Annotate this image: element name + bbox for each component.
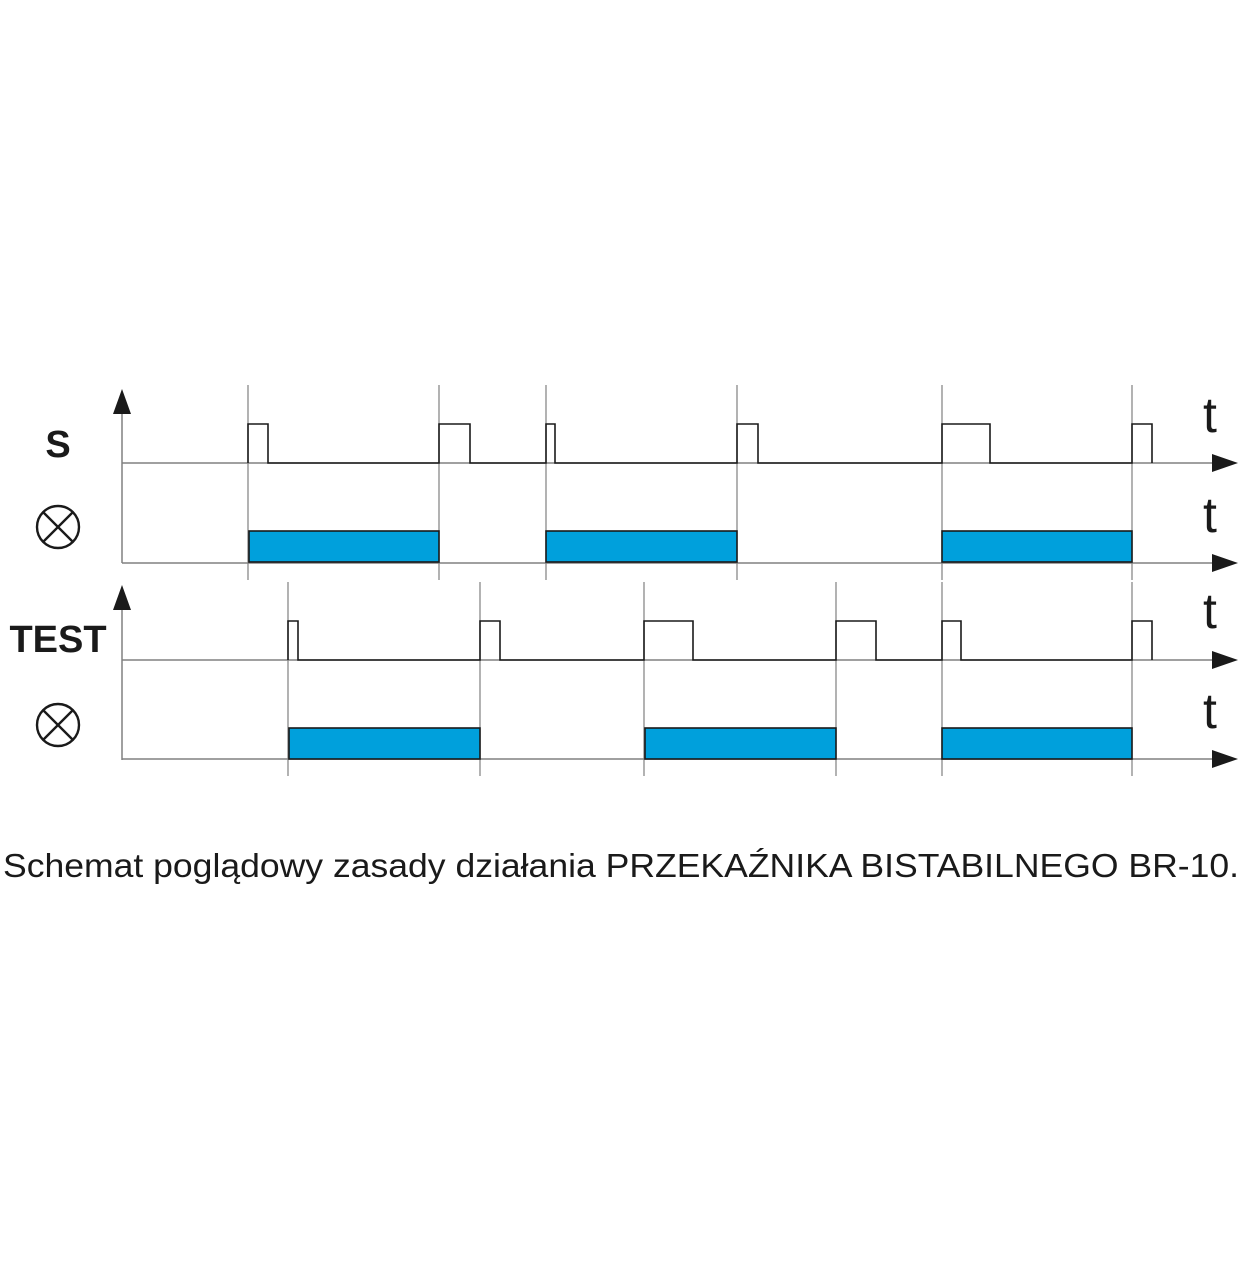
lamp-symbol-icon [35,702,81,748]
relay-on-block [941,530,1133,563]
relay-on-block [941,727,1133,760]
time-label: t [1203,583,1217,639]
relay-on-block [248,530,440,563]
arrowhead-icon [1212,750,1238,768]
arrowhead-icon [1212,454,1238,472]
arrowhead-icon [1212,651,1238,669]
s-panel: S t [45,387,1238,563]
arrowhead-icon [113,585,131,610]
arrowhead-icon [1212,554,1238,572]
arrowhead-icon [113,389,131,414]
s-pulse-train [247,423,1153,464]
time-label: t [1203,683,1217,739]
guide-lines [247,385,1133,776]
time-label: t [1203,387,1217,443]
relay-panel-1: t [35,487,1238,572]
lamp-symbol-icon [35,504,81,550]
time-label: t [1203,487,1217,543]
caption: Schemat poglądowy zasady działania PRZEK… [3,847,1239,884]
relay-on-block [288,727,481,760]
relay-on-block [545,530,738,563]
test-pulse-train [287,620,1153,661]
test-panel: TEST t [9,583,1238,760]
relay-panel-2: t [35,683,1238,768]
relay-on-block [644,727,837,760]
test-label: TEST [9,619,106,661]
s-label: S [45,424,70,466]
